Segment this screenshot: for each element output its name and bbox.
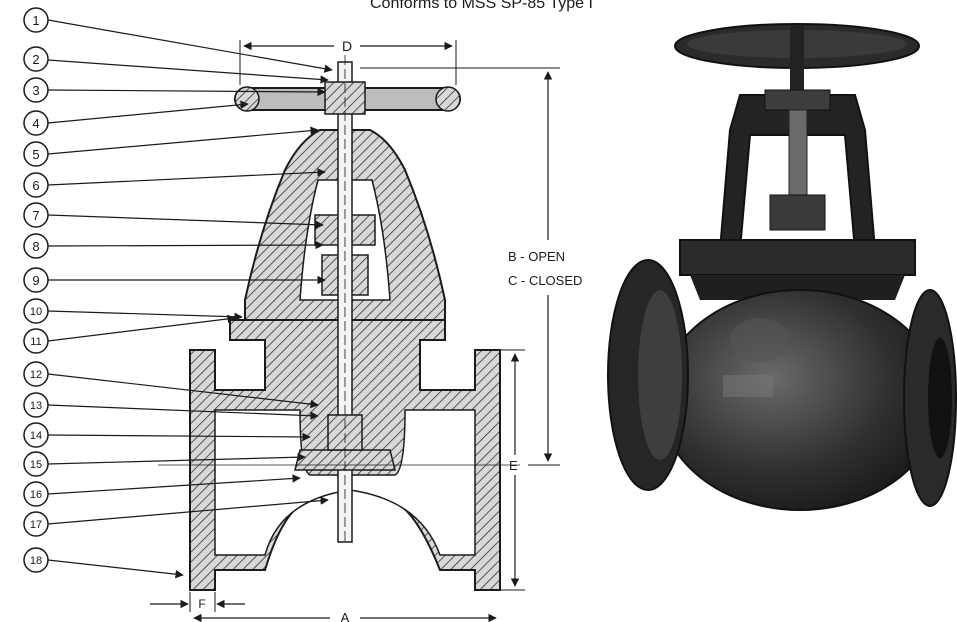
callout-12-label: 12 [30, 369, 42, 381]
callout-12: 12 [23, 361, 319, 409]
callout-15-label: 15 [30, 459, 42, 471]
dim-b-open-label: B - OPEN [508, 249, 565, 264]
callout-1-label: 1 [32, 13, 39, 28]
callout-6: 6 [23, 168, 326, 198]
callout-16: 16 [23, 474, 301, 507]
dim-a-label: A [341, 610, 350, 622]
callout-18: 18 [23, 547, 184, 579]
dim-f-label: F [198, 597, 205, 611]
callout-6-label: 6 [32, 178, 39, 193]
callout-2: 2 [23, 46, 329, 84]
callout-18-label: 18 [30, 555, 42, 567]
callout-4: 4 [23, 100, 249, 136]
cutaway-drawing [158, 55, 520, 591]
callout-14-label: 14 [30, 430, 42, 442]
header-text: Conforms to MSS SP-85 Type I [370, 0, 593, 12]
callout-1: 1 [23, 7, 333, 73]
photo-valve-body [659, 289, 941, 511]
callouts: 1 2 3 4 5 6 7 8 9 10 11 12 13 14 15 16 1… [23, 7, 333, 579]
callout-9: 9 [23, 267, 326, 293]
callout-7: 7 [23, 202, 324, 229]
dim-c-closed-label: C - CLOSED [508, 273, 582, 288]
callout-17: 17 [23, 496, 329, 537]
callout-5: 5 [23, 126, 319, 167]
callout-8-label: 8 [32, 239, 39, 254]
callout-16-label: 16 [30, 489, 42, 501]
callout-11: 11 [23, 314, 236, 354]
callout-3-label: 3 [32, 83, 39, 98]
callout-9-label: 9 [32, 273, 39, 288]
callout-17-label: 17 [30, 519, 42, 531]
callout-2-label: 2 [32, 52, 39, 67]
dim-e-label: E [509, 458, 518, 473]
callout-7-label: 7 [32, 208, 39, 223]
callout-3: 3 [23, 77, 326, 103]
callout-5-label: 5 [32, 147, 39, 162]
dimensions: D B - OPEN C - CLOSED E F A [150, 38, 582, 622]
valve-photo [607, 23, 957, 511]
callout-13-label: 13 [30, 400, 42, 412]
callout-8: 8 [23, 233, 324, 259]
callout-4-label: 4 [32, 116, 39, 131]
dim-d-label: D [342, 38, 352, 54]
callout-14: 14 [23, 422, 311, 448]
callout-13: 13 [23, 392, 319, 420]
callout-10: 10 [23, 298, 243, 324]
callout-11-label: 11 [30, 336, 41, 348]
callout-10-label: 10 [30, 306, 42, 318]
callout-15: 15 [23, 451, 306, 477]
